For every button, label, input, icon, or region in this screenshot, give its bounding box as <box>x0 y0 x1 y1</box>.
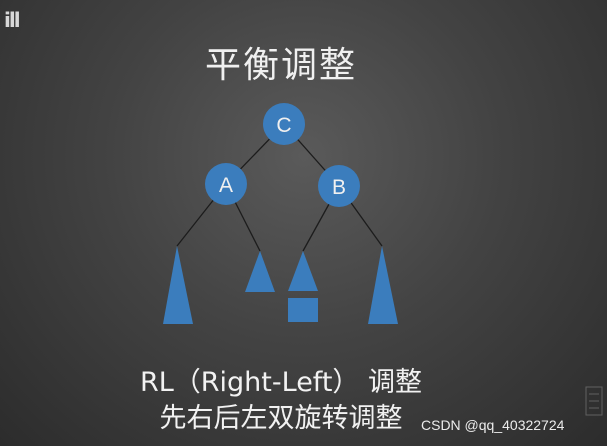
node-c: C <box>263 103 305 145</box>
corner-seal-icon <box>585 386 603 416</box>
csdn-watermark: CSDN @qq_40322724 <box>421 417 565 433</box>
node-a-label: A <box>219 174 233 197</box>
subtrees <box>163 246 398 324</box>
node-b-label: B <box>332 176 346 199</box>
subtree-b-left <box>288 251 318 291</box>
logo-icon: ill <box>4 8 21 32</box>
caption-double-rotation: 先右后左双旋转调整 <box>159 403 403 434</box>
subtree-b-right <box>368 246 398 324</box>
slide-title: 平衡调整 <box>204 45 357 86</box>
node-b: B <box>318 165 360 207</box>
node-c-circle <box>263 103 305 145</box>
subtree-b-left-extra-level <box>288 298 318 322</box>
subtree-a-left <box>163 246 193 324</box>
node-a-circle <box>205 163 247 205</box>
node-c-label: C <box>276 114 291 137</box>
caption-rl-adjustment: RL（Right-Left） 调整 <box>139 367 423 398</box>
subtree-a-right <box>245 251 275 292</box>
node-a: A <box>205 163 247 205</box>
node-b-circle <box>318 165 360 207</box>
